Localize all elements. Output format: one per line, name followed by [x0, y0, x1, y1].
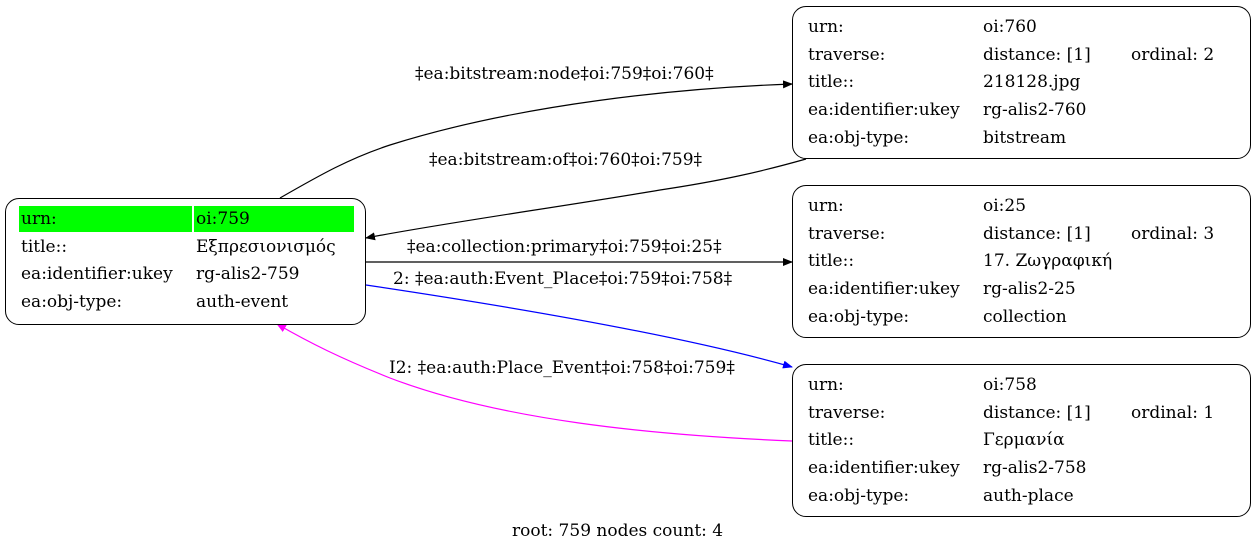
row-key: traverse:	[808, 45, 886, 65]
row-key: title::	[808, 251, 855, 271]
row-value: auth-place	[983, 486, 1074, 506]
row-value: Εξπρεσιονισμός	[196, 237, 336, 257]
row-value: oi:25	[983, 196, 1027, 216]
edge-label-bitstream-of: ‡ea:bitstream:of‡oi:760‡oi:759‡	[429, 150, 703, 170]
urn-key-cell: urn:	[19, 206, 192, 232]
row-key: ea:identifier:ukey	[808, 100, 960, 120]
edge-place-event	[276, 323, 793, 442]
row-value: collection	[983, 307, 1067, 327]
row-key: ea:identifier:ukey	[808, 458, 960, 478]
row-value: distance: [1]	[983, 403, 1091, 423]
row-key: ea:obj-type:	[808, 486, 910, 506]
row-extra: ordinal: 2	[1131, 45, 1215, 65]
row-key: urn:	[808, 196, 844, 216]
row-key: title::	[808, 72, 855, 92]
row-value: rg-alis2-25	[983, 279, 1076, 299]
row-value: bitstream	[983, 128, 1067, 148]
node-oi-25[interactable]: urn: oi:25 traverse: distance: [1] ordin…	[792, 185, 1251, 338]
row-value: oi:760	[983, 17, 1037, 37]
row-key: traverse:	[808, 403, 886, 423]
row-value: distance: [1]	[983, 45, 1091, 65]
row-key: urn:	[808, 17, 844, 37]
node-row-urn: urn: oi:759	[19, 206, 354, 232]
edge-label-place-event: I2: ‡ea:auth:Place_Event‡oi:758‡oi:759‡	[389, 358, 735, 378]
row-value: rg-alis2-758	[983, 458, 1087, 478]
node-oi-758[interactable]: urn: oi:758 traverse: distance: [1] ordi…	[792, 364, 1251, 517]
edge-bitstream-of	[365, 158, 807, 241]
edge-label-bitstream-node: ‡ea:bitstream:node‡oi:759‡oi:760‡	[415, 64, 714, 84]
edge-event-place	[365, 284, 793, 369]
graph-footer: root: 759 nodes count: 4	[512, 521, 724, 541]
edge-label-collection-primary: ‡ea:collection:primary‡oi:759‡oi:25‡	[407, 237, 722, 257]
row-value: rg-alis2-759	[196, 264, 300, 284]
row-key: ea:obj-type:	[808, 128, 910, 148]
row-key: ea:obj-type:	[808, 307, 910, 327]
urn-value-cell: oi:759	[194, 206, 354, 232]
edge-label-event-place: 2: ‡ea:auth:Event_Place‡oi:759‡oi:758‡	[393, 269, 733, 289]
edge-bitstream-node	[279, 80, 793, 199]
row-key: ea:obj-type:	[21, 292, 123, 312]
row-extra: ordinal: 1	[1131, 403, 1215, 423]
row-value: Γερμανία	[983, 430, 1065, 450]
row-value: 17. Ζωγραφική	[983, 251, 1113, 271]
row-value: 218128.jpg	[983, 72, 1081, 92]
row-key: title::	[808, 430, 855, 450]
row-value: auth-event	[196, 292, 289, 312]
row-key: ea:identifier:ukey	[21, 264, 173, 284]
node-oi-759[interactable]: urn: oi:759 title:: Εξπρεσιονισμός ea:id…	[5, 198, 366, 325]
row-key: traverse:	[808, 224, 886, 244]
row-key: urn:	[808, 375, 844, 395]
row-value: oi:758	[983, 375, 1037, 395]
row-key: ea:identifier:ukey	[808, 279, 960, 299]
row-extra: ordinal: 3	[1131, 224, 1215, 244]
node-oi-760[interactable]: urn: oi:760 traverse: distance: [1] ordi…	[792, 6, 1251, 159]
row-key: title::	[21, 237, 68, 257]
row-value: rg-alis2-760	[983, 100, 1087, 120]
row-value: distance: [1]	[983, 224, 1091, 244]
